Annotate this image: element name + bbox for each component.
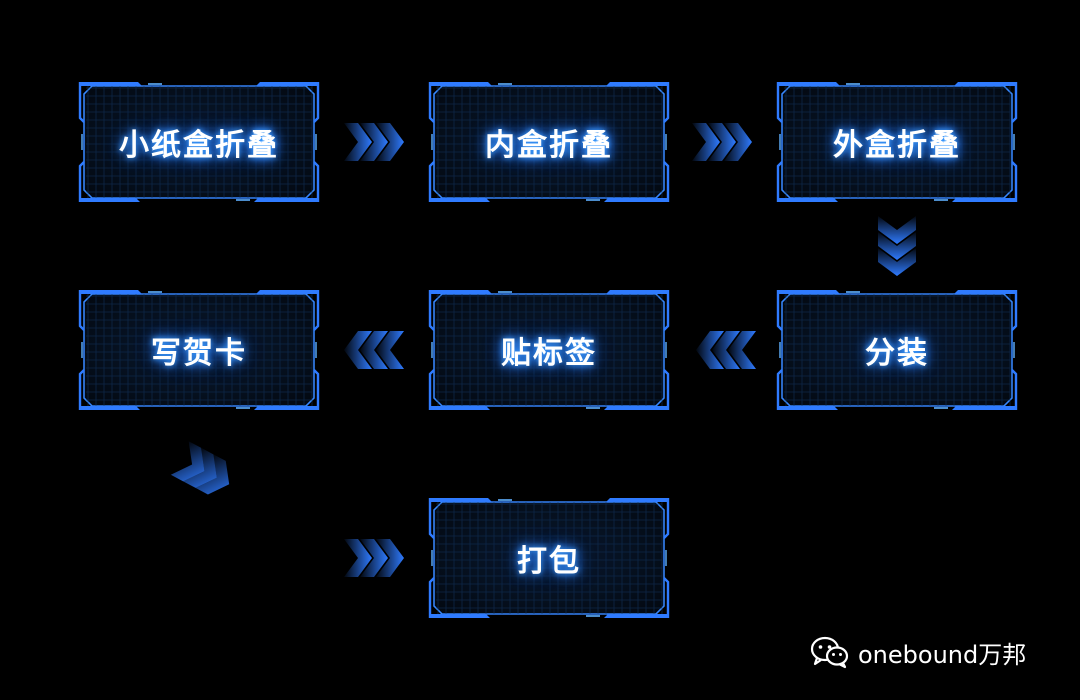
process-node-inner-box-folding: 内盒折叠 <box>428 78 670 206</box>
watermark-text: onebound万邦 <box>858 640 1027 669</box>
node-frame <box>428 498 670 618</box>
node-label: 内盒折叠 <box>485 128 613 163</box>
node-frame <box>428 82 670 202</box>
node-frame <box>78 290 320 410</box>
flow-arrow-right-icon <box>344 123 404 161</box>
node-label: 分装 <box>865 336 929 371</box>
process-node-bundling: 打包 <box>428 494 670 622</box>
process-node-labeling: 贴标签 <box>428 286 670 414</box>
flow-arrow-down-icon <box>878 216 916 276</box>
wechat-icon <box>810 636 849 669</box>
flow-arrow-right-icon <box>692 123 752 161</box>
node-frame <box>78 82 320 202</box>
flow-arrow-diagonal-icon <box>170 441 230 495</box>
process-node-outer-box-folding: 外盒折叠 <box>776 78 1018 206</box>
process-node-packing: 分装 <box>776 286 1018 414</box>
node-label: 贴标签 <box>501 336 597 371</box>
node-frame <box>776 82 1018 202</box>
node-frame <box>776 290 1018 410</box>
node-label: 小纸盒折叠 <box>119 128 279 163</box>
node-label: 外盒折叠 <box>833 128 961 163</box>
node-label: 写贺卡 <box>151 336 247 371</box>
node-label: 打包 <box>517 544 581 579</box>
flow-arrow-left-icon <box>696 331 756 369</box>
watermark: onebound万邦 <box>810 632 1060 672</box>
process-node-small-box-folding: 小纸盒折叠 <box>78 78 320 206</box>
flow-arrow-right-icon <box>344 539 404 577</box>
flow-arrow-left-icon <box>344 331 404 369</box>
process-node-writing-card: 写贺卡 <box>78 286 320 414</box>
node-frame <box>428 290 670 410</box>
